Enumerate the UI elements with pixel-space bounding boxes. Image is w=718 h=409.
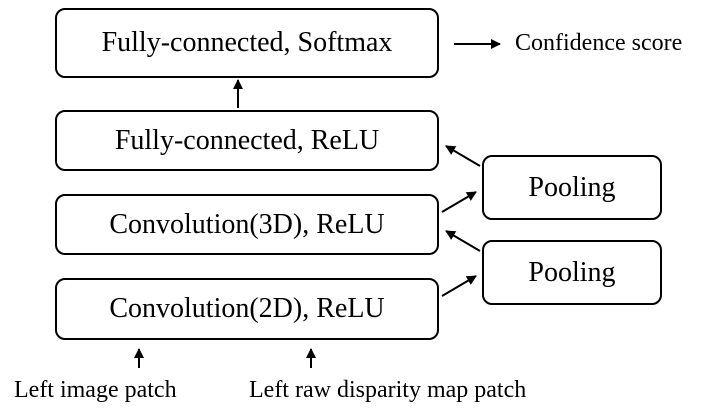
pooling-top-node: Pooling xyxy=(482,155,662,220)
conv2d-node: Convolution(2D), ReLU xyxy=(55,278,439,340)
arrow-pooling-top-to-fc-relu xyxy=(445,145,481,167)
left-raw-disparity-map-patch-label: Left raw disparity map patch xyxy=(249,377,527,403)
left-image-patch-label: Left image patch xyxy=(14,377,177,403)
pooling-bottom-node: Pooling xyxy=(482,240,662,305)
arrow-pooling-bottom-to-conv3d xyxy=(445,230,481,252)
fc-softmax-node: Fully-connected, Softmax xyxy=(55,8,439,78)
arrow-conv3d-to-pooling-top xyxy=(441,191,477,213)
conv3d-node: Convolution(3D), ReLU xyxy=(55,194,439,255)
fc-relu-node: Fully-connected, ReLU xyxy=(55,110,439,171)
confidence-score-label: Confidence score xyxy=(515,30,683,56)
arrow-conv2d-to-pooling-bottom xyxy=(441,275,477,297)
